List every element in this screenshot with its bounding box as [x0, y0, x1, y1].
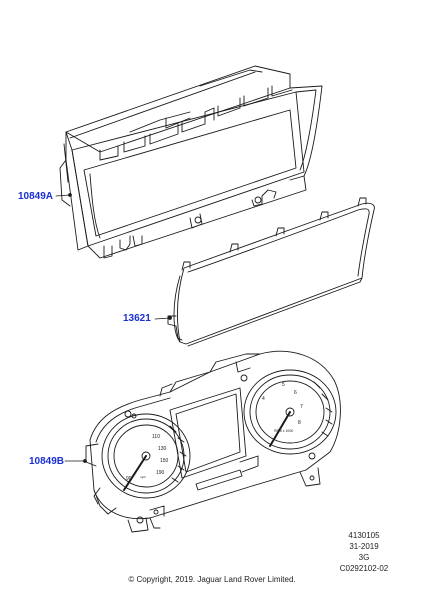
tacho-label: 6	[294, 390, 297, 396]
callout-13621[interactable]: 13621	[123, 313, 151, 324]
leader-dot-13621	[168, 316, 172, 320]
copyright-notice: © Copyright, 2019. Jaguar Land Rover Lim…	[128, 575, 296, 584]
reference-date: 31-2019	[349, 542, 379, 551]
instrument-cluster-part	[85, 350, 341, 533]
reference-number: 4130105	[348, 531, 380, 540]
tacho-label: 5	[282, 382, 285, 388]
leader-line-10849A	[55, 194, 71, 197]
tacho-label: 4	[262, 396, 265, 402]
tacho-label: 7	[300, 404, 303, 410]
leader-line-13621	[154, 317, 171, 320]
tacho-label: 8	[298, 420, 301, 426]
top-housing-part	[59, 65, 323, 259]
lens-part	[167, 197, 375, 347]
speedo-label: 90	[126, 476, 132, 482]
speedo-label: 130	[158, 446, 167, 452]
speedo-label: 110	[152, 434, 160, 440]
callout-10849B[interactable]: 10849B	[29, 456, 65, 467]
leader-dot-10849B	[83, 459, 87, 463]
tacho-unit: RPM x 1000	[274, 429, 293, 433]
reference-illustration-id: C0292102-02	[339, 564, 389, 573]
speedo-label: 190	[156, 470, 165, 476]
reference-code: 3G	[358, 553, 370, 562]
speedo-unit: mph	[140, 475, 146, 479]
speedo-label: 150	[160, 458, 169, 464]
callout-10849A[interactable]: 10849A	[18, 191, 54, 202]
leader-dot-10849A	[68, 193, 72, 197]
